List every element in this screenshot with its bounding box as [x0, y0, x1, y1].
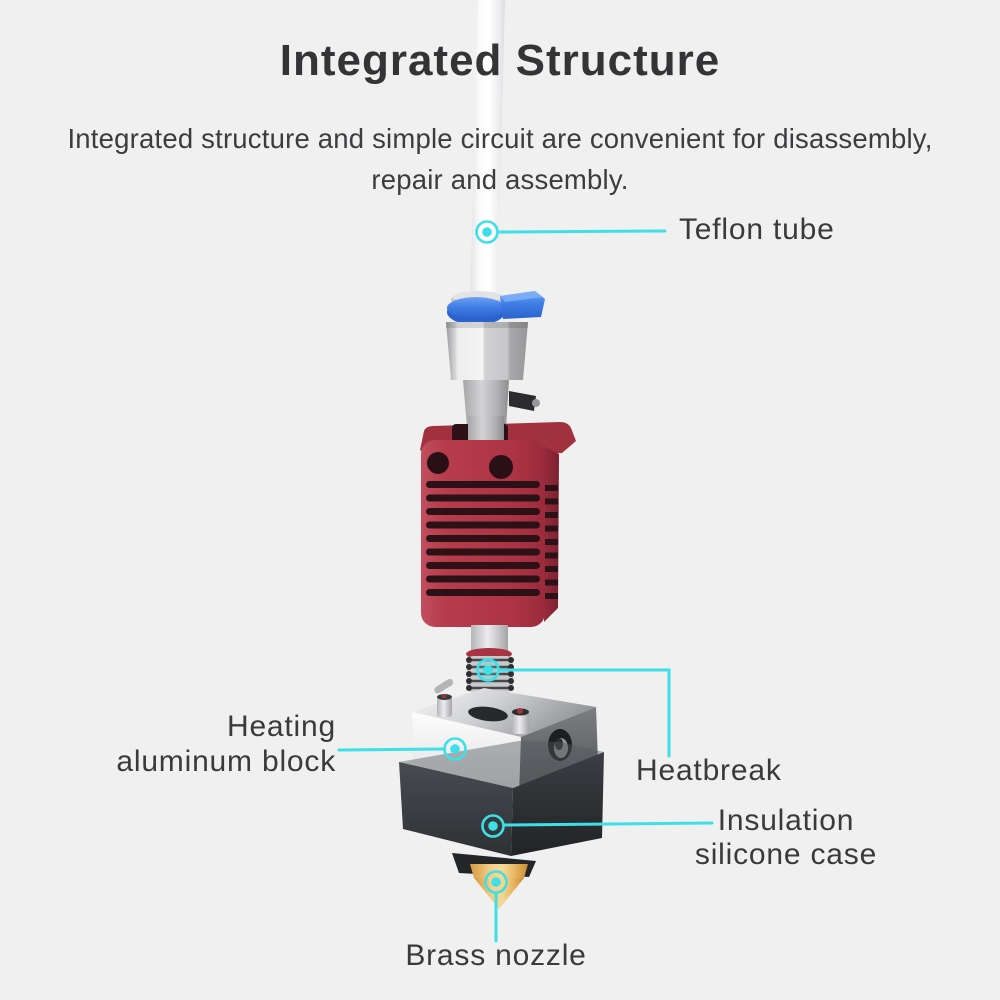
- callout-heatbreak: [476, 658, 671, 758]
- heating-block-graphic: [412, 678, 598, 793]
- page-subtitle: Integrated structure and simple circuit …: [0, 118, 1000, 200]
- label-heating-line-1: Heating: [226, 710, 336, 743]
- subtitle-line-2: repair and assembly.: [371, 164, 629, 195]
- callouts-overlay: [337, 220, 714, 943]
- heatsink-graphic: [420, 416, 576, 627]
- hotend-illustration: [399, 0, 604, 909]
- case-side-face: [511, 752, 604, 856]
- label-brass-nozzle: Brass nozzle: [405, 939, 587, 972]
- hex-top-shadow: [446, 322, 528, 328]
- callout-insulation-case: [481, 814, 714, 838]
- callout-teflon-tube: [475, 220, 667, 244]
- label-heating-aluminum-block: Heating aluminum block: [0, 709, 336, 779]
- callout-dot-heating-block: [443, 737, 467, 761]
- heatsink-neck-stub: [468, 416, 504, 442]
- hex-body-graphic: [446, 322, 528, 380]
- callout-brass-nozzle: [484, 870, 508, 943]
- callout-heating-block: [337, 737, 467, 761]
- label-teflon-tube: Teflon tube: [679, 213, 835, 246]
- heatbreak-thread-lines: [468, 658, 512, 690]
- subtitle-line-1: Integrated structure and simple circuit …: [67, 123, 933, 154]
- case-top-edge: [399, 741, 604, 788]
- heatsink-hole-left: [427, 452, 449, 474]
- pneumatic-connector-graphic: [446, 291, 545, 428]
- label-heatbreak: Heatbreak: [636, 754, 782, 787]
- label-heating-line-2: aluminum block: [116, 745, 336, 778]
- label-insulation-silicone-case: Insulation silicone case: [658, 804, 914, 872]
- callout-dot-insulation-case: [481, 814, 505, 838]
- heatsink-hole-right: [489, 455, 513, 479]
- page-title: Integrated Structure: [279, 36, 721, 85]
- block-center-hole: [468, 706, 508, 722]
- label-insulation-line-1: Insulation: [717, 804, 855, 837]
- block-screw-right: [512, 708, 529, 734]
- callout-dot-teflon-tube: [475, 220, 499, 244]
- silicone-case-graphic: [399, 741, 604, 877]
- heatbreak-thread-beads: [466, 657, 514, 691]
- collet-clip-graphic: [447, 291, 545, 325]
- loose-screw-graphic: [434, 678, 454, 694]
- set-screw-graphic: [509, 391, 540, 411]
- callout-dot-brass-nozzle: [484, 870, 508, 894]
- callout-dot-heatbreak: [476, 658, 500, 682]
- heatsink-fins: [426, 481, 558, 599]
- label-insulation-line-2: silicone case: [694, 838, 878, 871]
- block-side-hole: [548, 729, 572, 761]
- block-screw-left: [437, 694, 452, 717]
